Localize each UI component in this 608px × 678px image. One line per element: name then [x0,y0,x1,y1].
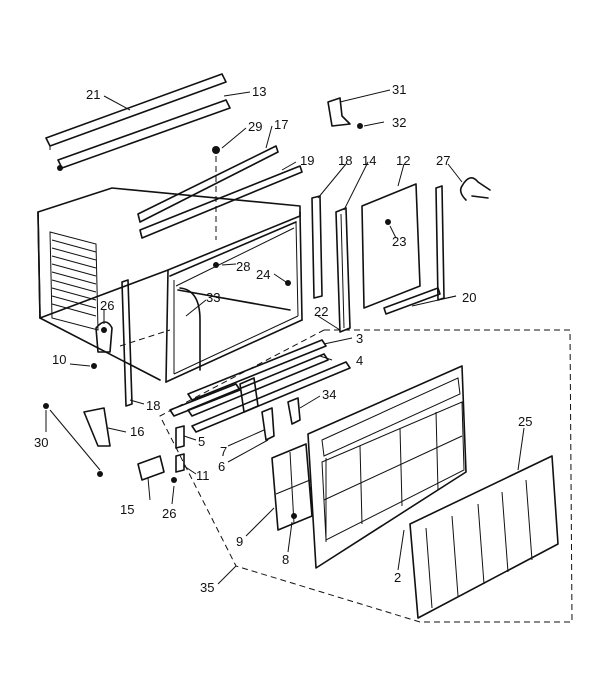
callout-18-lower: 18 [146,398,160,413]
callout-22: 22 [314,304,328,319]
part-11-clip [175,453,185,473]
callout-6: 6 [218,459,225,474]
part-13-rail [57,99,231,171]
part-16-bracket [83,407,111,447]
callout-31: 31 [392,82,406,97]
part-21-top-rail [45,73,227,150]
part-15-cover [137,455,165,481]
callout-32: 32 [392,115,406,130]
part-31-bracket [327,97,351,127]
callout-20: 20 [462,290,476,305]
part-25-filter [409,455,559,619]
cabinet-body [37,187,303,383]
callout-21: 21 [86,87,100,102]
callout-26-lower: 26 [162,506,176,521]
part-3-4-louver-blades [169,339,351,433]
callout-labels: 21 13 29 17 19 18 14 12 27 31 32 23 28 2… [34,82,532,595]
callout-29: 29 [248,119,262,134]
part-8-screw [291,513,297,519]
callout-24: 24 [256,267,270,282]
part-12-panel [361,183,421,309]
front-assembly-boundary [159,329,573,623]
part-2-front-grille [307,365,467,569]
callout-27: 27 [436,153,450,168]
callout-10: 10 [52,352,66,367]
callout-35: 35 [200,580,214,595]
part-27-clip [459,177,491,201]
callout-8: 8 [282,552,289,567]
callout-7: 7 [220,444,227,459]
callout-23: 23 [392,234,406,249]
part-28-screw [213,262,219,268]
part-5-clip [175,425,185,449]
callout-4: 4 [356,353,363,368]
callout-15: 15 [120,502,134,517]
callout-2: 2 [394,570,401,585]
callout-16: 16 [130,424,144,439]
part-29-screw [212,146,220,240]
part-10-screw [91,363,97,369]
callout-5: 5 [198,434,205,449]
side-louvers [49,231,99,331]
callout-28: 28 [236,259,250,274]
callout-11: 11 [196,468,210,483]
part-17-brace [137,145,279,223]
part-23-screw [385,219,391,225]
part-24-screw [285,280,291,286]
callout-26-upper: 26 [100,298,114,313]
part-14-strip [335,207,351,333]
callout-33: 33 [206,290,220,305]
callout-17: 17 [274,117,288,132]
callout-18-upper: 18 [338,153,352,168]
part-26-screw [171,477,177,483]
part-19-brace [139,165,303,239]
part-30-screw [43,403,49,409]
callout-30: 30 [34,435,48,450]
part-20-brackets [383,185,445,315]
part-9-vane-assembly [271,443,313,531]
leader-lines [45,89,525,585]
part-32-screw [357,123,363,129]
callout-14: 14 [362,153,376,168]
part-18-lower-strip [121,279,133,407]
callout-12: 12 [396,153,410,168]
callout-13: 13 [252,84,266,99]
callout-19: 19 [300,153,314,168]
callout-3: 3 [356,331,363,346]
part-26-latch [95,321,113,353]
callout-34: 34 [322,387,336,402]
part-18-upper-strip [311,195,323,299]
callout-9: 9 [236,534,243,549]
part-34-clips [261,397,301,441]
callout-25: 25 [518,414,532,429]
